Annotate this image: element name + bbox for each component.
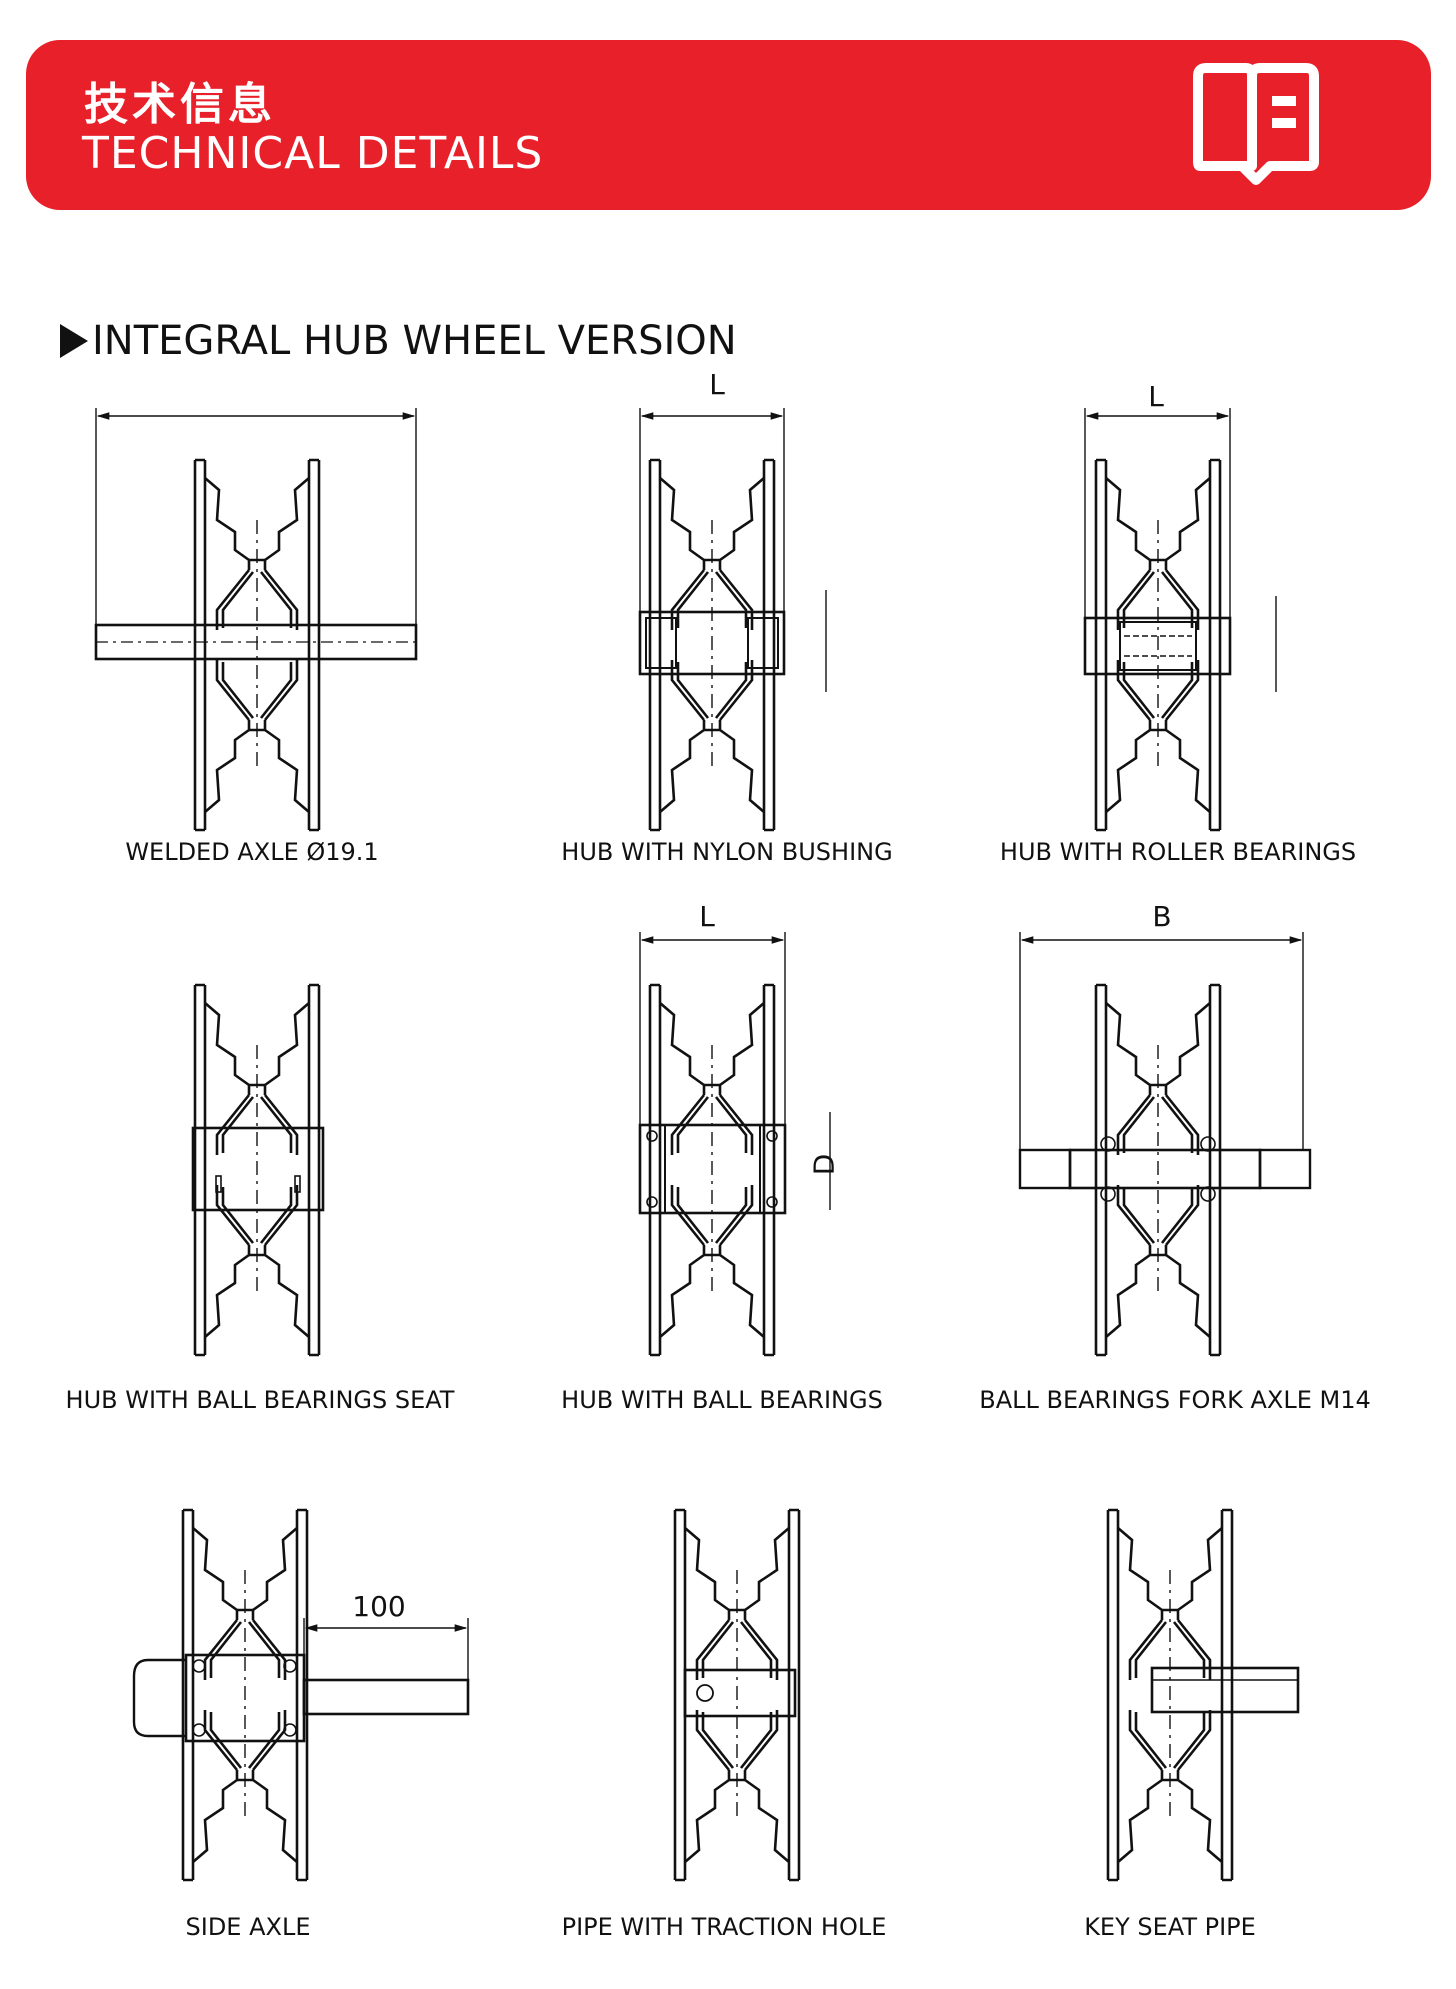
book-icon bbox=[1193, 63, 1319, 185]
header-title-cn: 技术信息 bbox=[84, 79, 276, 130]
section-title-text: INTEGRAL HUB WHEEL VERSION bbox=[92, 318, 737, 364]
drawing-side-axle bbox=[132, 1508, 470, 1882]
dim-label-4: L bbox=[699, 900, 715, 933]
caption-ball-bearings: HUB WITH BALL BEARINGS bbox=[561, 1386, 883, 1414]
dim-label-4-d: D bbox=[807, 1153, 841, 1176]
drawing-ball-bearings bbox=[638, 932, 831, 1357]
dim-label-6: 100 bbox=[352, 1590, 406, 1623]
drawing-key-seat-pipe bbox=[1106, 1508, 1300, 1882]
drawing-welded-axle bbox=[94, 408, 418, 832]
caption-roller-bearings: HUB WITH ROLLER BEARINGS bbox=[999, 838, 1357, 866]
header-title-en: TECHNICAL DETAILS bbox=[82, 128, 544, 179]
header-banner: 技术信息 TECHNICAL DETAILS bbox=[26, 40, 1431, 210]
caption-key-seat-pipe: KEY SEAT PIPE bbox=[1084, 1913, 1256, 1941]
caption-fork-axle: BALL BEARINGS FORK AXLE M14 bbox=[979, 1386, 1371, 1414]
caption-ball-bearings-seat: HUB WITH BALL BEARINGS SEAT bbox=[65, 1386, 455, 1414]
caption-traction-hole: PIPE WITH TRACTION HOLE bbox=[561, 1913, 887, 1941]
dim-label-2: L bbox=[1148, 380, 1164, 413]
caption-side-axle: SIDE AXLE bbox=[185, 1913, 311, 1941]
drawing-nylon-bushing bbox=[638, 408, 827, 832]
drawing-roller-bearings bbox=[1083, 408, 1277, 832]
drawing-traction-hole bbox=[673, 1508, 801, 1882]
drawing-fork-axle bbox=[1018, 932, 1312, 1357]
section-title: INTEGRAL HUB WHEEL VERSION bbox=[60, 318, 737, 364]
dim-label-1: L bbox=[709, 368, 725, 401]
caption-nylon-bushing: HUB WITH NYLON BUSHING bbox=[561, 838, 893, 866]
dim-label-5: B bbox=[1152, 900, 1172, 933]
caption-welded-axle: WELDED AXLE Ø19.1 bbox=[125, 838, 379, 866]
drawing-ball-bearings-seat bbox=[191, 983, 325, 1357]
triangle-bullet-icon bbox=[60, 324, 88, 358]
